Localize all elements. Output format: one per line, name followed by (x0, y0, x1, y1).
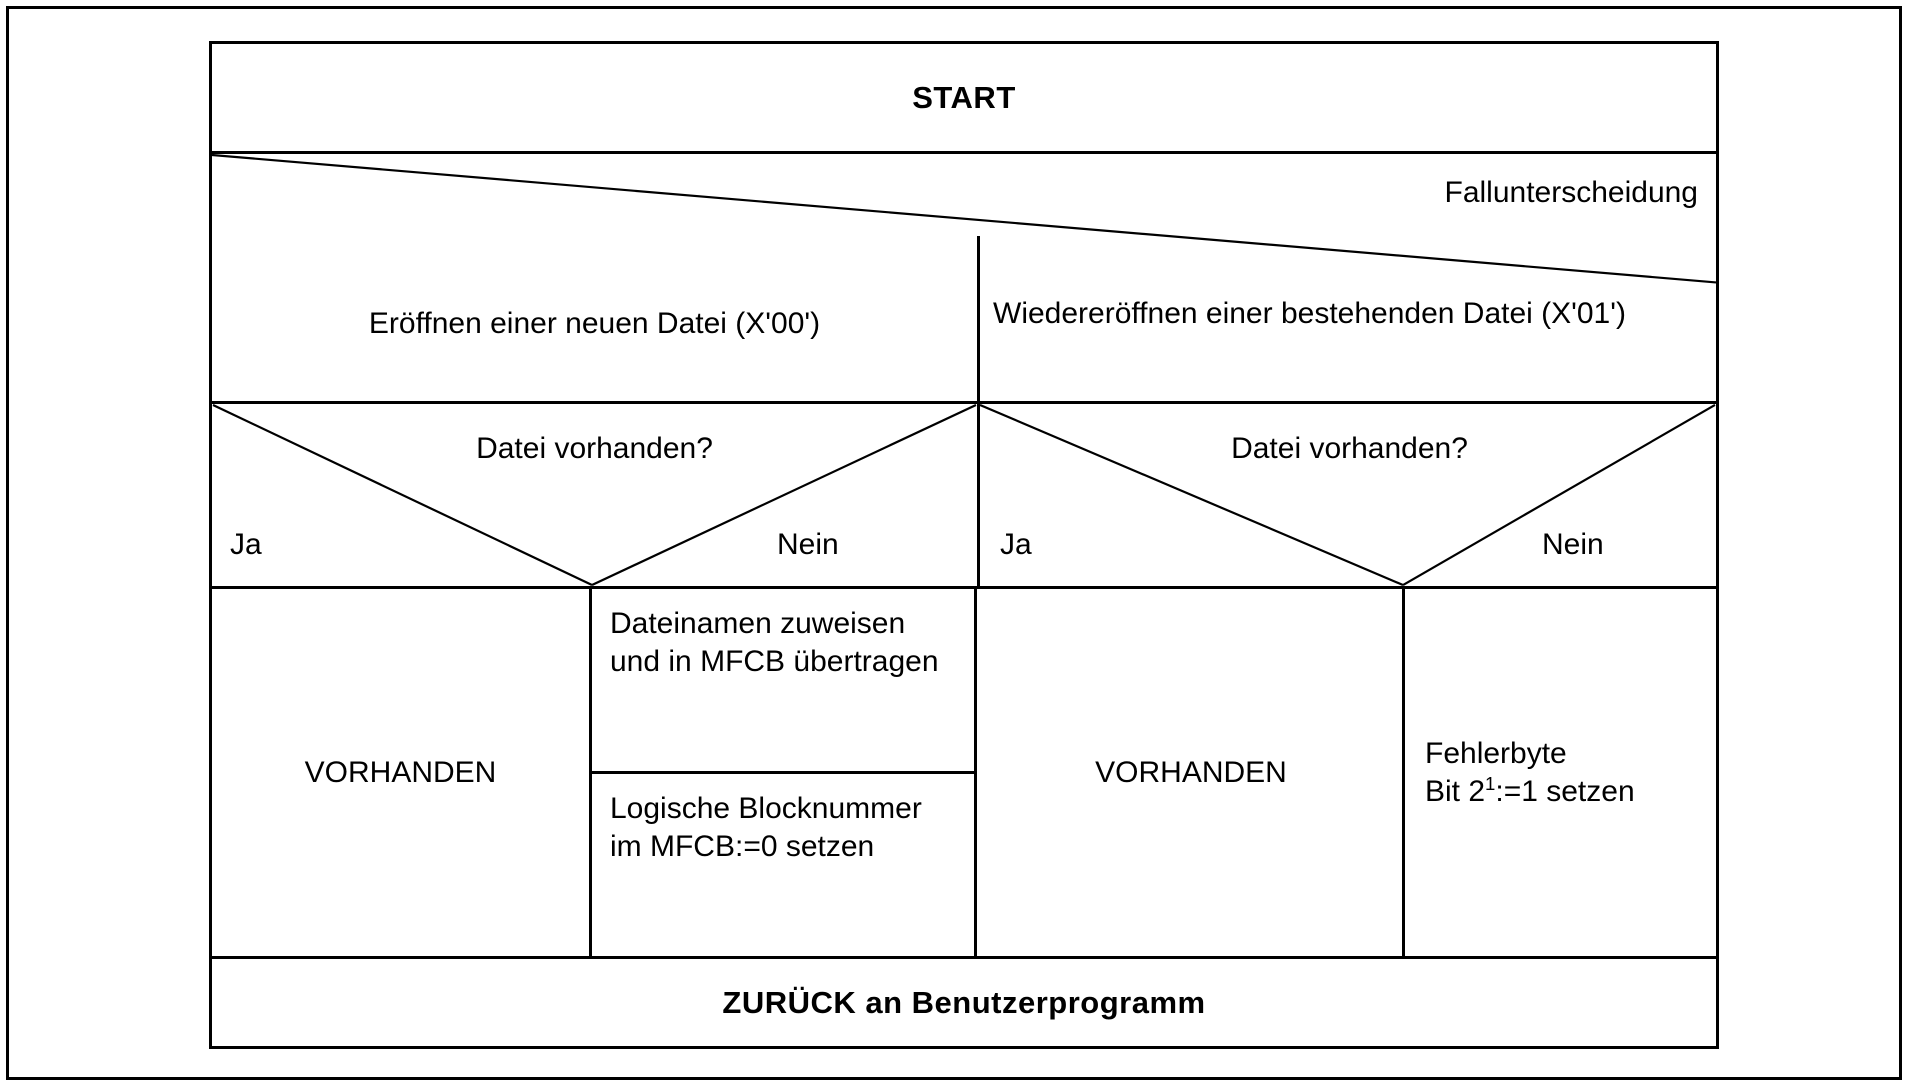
case-split-divider (977, 236, 980, 401)
error-bit-suffix: :=1 setzen (1495, 774, 1635, 808)
action-right-no: Fehlerbyte Bit 21:=1 setzen (1405, 589, 1716, 956)
error-bit-exponent: 1 (1485, 772, 1496, 794)
action-right-no-line-2: Bit 21:=1 setzen (1425, 773, 1635, 811)
decision-left-yes-label: Ja (230, 528, 262, 561)
structogram-start-block: START (212, 44, 1716, 154)
action-right-yes: VORHANDEN (980, 589, 1405, 956)
case-split-block: Fallunterscheidung Eröffnen einer neuen … (212, 154, 1716, 404)
decision-row: Datei vorhanden? Datei vorhanden? Ja Nei… (212, 404, 1716, 589)
start-label: START (912, 79, 1016, 115)
page-border-frame: START Fallunterscheidung Eröffnen einer … (6, 6, 1902, 1080)
case-split-label: Fallunterscheidung (1444, 176, 1699, 209)
error-bit-prefix: Bit 2 (1425, 774, 1486, 808)
structogram-end-block: ZURÜCK an Benutzerprogramm (212, 959, 1716, 1046)
structogram-chart: START Fallunterscheidung Eröffnen einer … (209, 41, 1719, 1049)
action-right-no-line-1: Fehlerbyte (1425, 736, 1567, 770)
action-left-no-step-1: Dateinamen zuweisen und in MFCB übertrag… (592, 589, 974, 774)
action-row: VORHANDEN Dateinamen zuweisen und in MFC… (212, 589, 1716, 959)
decision-right-yes-label: Ja (1000, 528, 1032, 561)
end-label: ZURÜCK an Benutzerprogramm (722, 984, 1206, 1020)
case-branch-new-file: Eröffnen einer neuen Datei (X'00') (368, 307, 821, 340)
decision-left-no-label: Nein (777, 528, 839, 561)
decision-row-divider (977, 404, 980, 586)
decision-question-left: Datei vorhanden? (476, 432, 713, 465)
action-left-no-step-2: Logische Blocknummer im MFCB:=0 setzen (610, 792, 922, 863)
action-left-no-stack: Dateinamen zuweisen und in MFCB übertrag… (592, 589, 977, 956)
case-branch-existing-file: Wiedereröffnen einer bestehenden Datei (… (993, 297, 1626, 330)
decision-right-no-label: Nein (1542, 528, 1604, 561)
decision-question-right: Datei vorhanden? (1231, 432, 1468, 465)
action-left-yes: VORHANDEN (212, 589, 592, 956)
